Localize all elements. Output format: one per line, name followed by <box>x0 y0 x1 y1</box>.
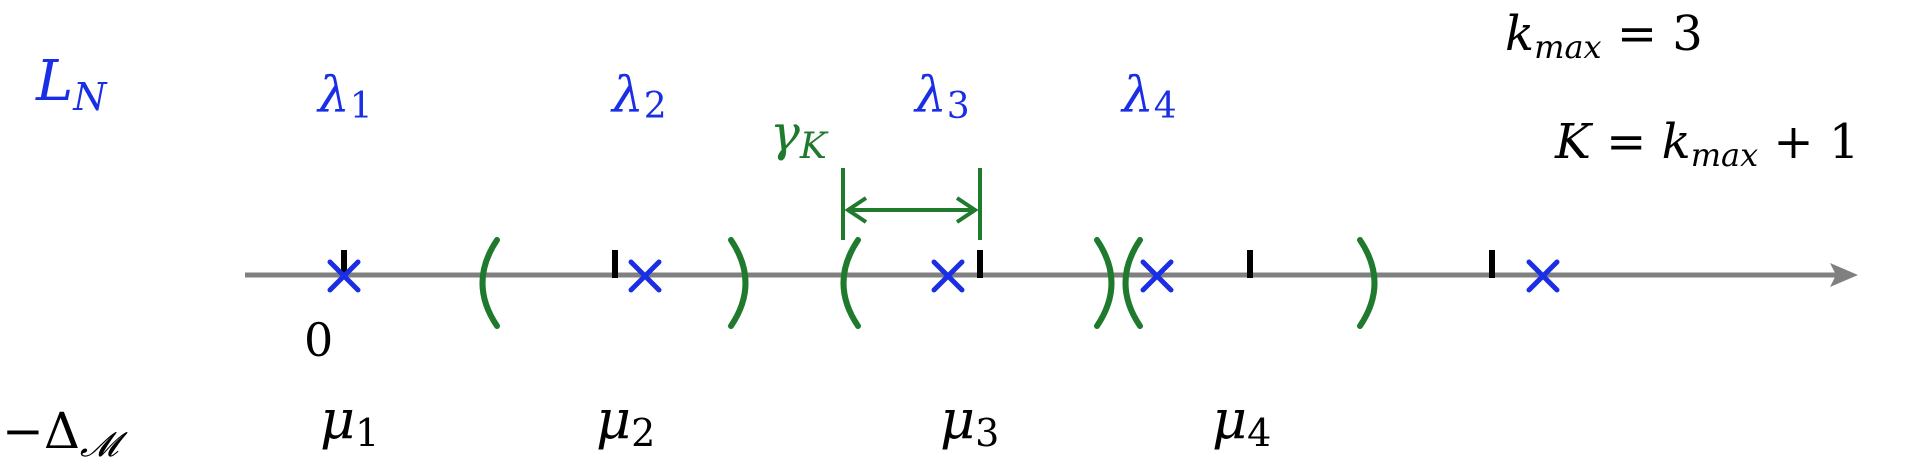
mu-4-label: μ4 <box>1212 388 1271 455</box>
cross-icon <box>628 259 662 293</box>
cross-icon <box>1526 259 1560 293</box>
cross-icon <box>1140 259 1174 293</box>
cross-icon <box>931 259 965 293</box>
interval-brackets <box>479 237 1378 329</box>
right-paren <box>728 237 749 329</box>
left-paren <box>1122 237 1143 329</box>
left-paren <box>479 237 500 329</box>
gap-label: γK <box>770 104 829 167</box>
mu-1-label: μ1 <box>320 388 379 455</box>
mu-3-label: μ3 <box>940 388 999 455</box>
lambda-4-label: λ4 <box>1120 66 1177 127</box>
zero-label: 0 <box>304 313 333 367</box>
lambda-1-label: λ1 <box>316 66 373 127</box>
axis-arrowhead-icon <box>1830 263 1858 287</box>
left-paren <box>840 237 861 329</box>
eigenvalue-markers <box>327 259 1560 293</box>
mu-2-label: μ2 <box>596 388 655 455</box>
kmax-definition: kmax = 3 <box>1505 6 1703 66</box>
gap-indicator <box>841 168 982 240</box>
lambda-2-label: λ2 <box>610 66 667 127</box>
real-axis <box>245 263 1858 287</box>
arrowhead-icon <box>955 196 979 224</box>
tick-marks <box>341 250 1495 278</box>
right-paren <box>1357 237 1378 329</box>
K-definition: K = kmax + 1 <box>1554 114 1859 174</box>
operator-bottom-label: −Δ𝓜 <box>2 402 128 465</box>
arrowhead-icon <box>844 196 868 224</box>
lambda-3-label: λ3 <box>913 66 970 127</box>
cross-icon <box>327 259 361 293</box>
operator-top-label: LN <box>35 49 108 119</box>
right-paren <box>1094 237 1115 329</box>
